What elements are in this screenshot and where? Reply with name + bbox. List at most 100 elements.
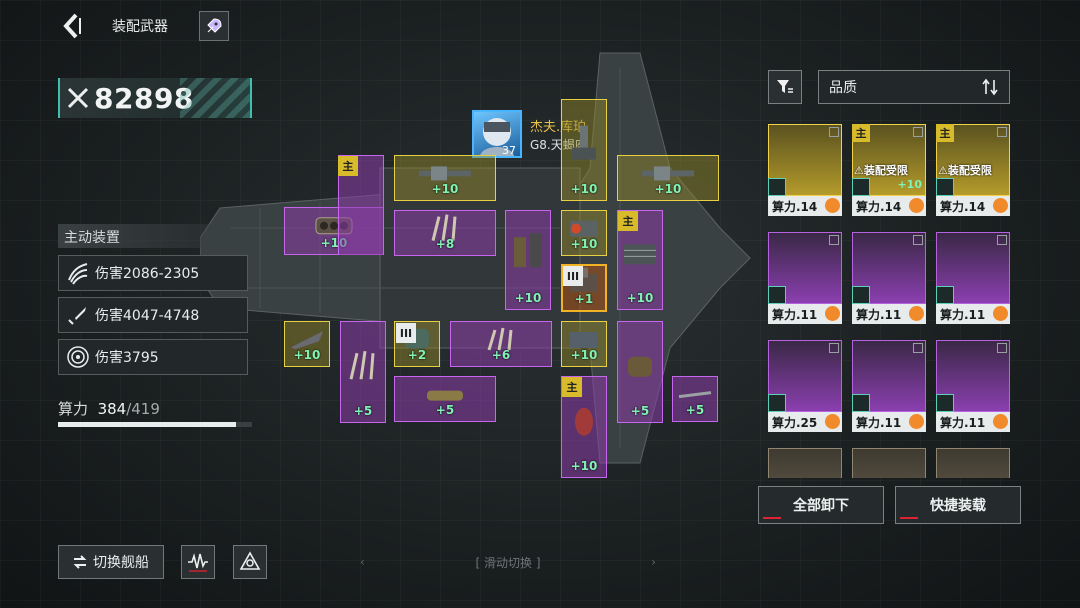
combat-power-box: 82898: [58, 78, 252, 118]
target-icon: [67, 346, 89, 368]
sniper-icon: [678, 391, 712, 399]
equip-slot[interactable]: +10: [284, 321, 330, 367]
gear-icon: [993, 414, 1008, 429]
compute-progress-fill: [58, 422, 236, 427]
combat-power-value: 82898: [94, 81, 194, 115]
card-checkbox[interactable]: [913, 235, 923, 245]
ship-info-button[interactable]: [199, 11, 229, 41]
compute-progress-bar: [58, 422, 252, 427]
inventory-card[interactable]: [936, 448, 1010, 478]
missile-launcher-icon: [427, 390, 463, 401]
card-checkbox[interactable]: [997, 235, 1007, 245]
turret-icon: [570, 220, 598, 237]
inventory-card[interactable]: 算力.14: [768, 124, 842, 216]
active-device-row[interactable]: 伤害4047-4748: [58, 297, 248, 333]
compute-label: 算力 384/419: [58, 400, 160, 418]
gear-icon: [825, 198, 840, 213]
switch-ship-label: 切换舰船: [93, 555, 149, 571]
inventory-card[interactable]: 算力.11: [852, 232, 926, 324]
main-weapon-badge: 主: [338, 156, 358, 176]
class-icon: [936, 394, 954, 412]
active-device-row[interactable]: 伤害3795: [58, 339, 248, 375]
gatling-icon: [624, 244, 656, 265]
switch-ship-button[interactable]: 切换舰船: [58, 545, 164, 579]
claw-weapon-icon: [349, 350, 375, 380]
page-title: 装配武器: [112, 19, 168, 35]
blade-weapon-icon: [291, 331, 323, 350]
sort-select[interactable]: 品质: [818, 70, 1010, 104]
claw-weapon-icon: [487, 327, 513, 351]
railgun-icon: [419, 166, 471, 181]
unequip-all-button[interactable]: 全部卸下: [758, 486, 884, 524]
equip-slot[interactable]: +5: [672, 376, 718, 422]
card-checkbox[interactable]: [913, 343, 923, 353]
wave-button[interactable]: [181, 545, 215, 579]
gear-icon: [993, 198, 1008, 213]
pilot-avatar[interactable]: [472, 110, 522, 158]
compute-current: 384: [97, 400, 127, 418]
main-weapon-badge: 主: [618, 211, 638, 231]
main-weapon-badge: 主: [562, 377, 582, 397]
inventory-card[interactable]: 算力.11: [936, 340, 1010, 432]
equip-slot[interactable]: +10: [505, 210, 551, 310]
back-button[interactable]: [58, 12, 84, 40]
class-icon: [852, 178, 870, 196]
chevron-left-icon[interactable]: ‹: [360, 555, 365, 569]
filter-button[interactable]: [768, 70, 802, 104]
equip-slot[interactable]: +10: [561, 321, 607, 367]
chevron-left-icon: [63, 13, 81, 39]
gear-icon: [993, 306, 1008, 321]
card-checkbox[interactable]: [829, 127, 839, 137]
missile-icon: [68, 307, 86, 325]
slide-hint-text: [ 滑动切换 ]: [475, 555, 541, 570]
card-checkbox[interactable]: [997, 343, 1007, 353]
equip-slot[interactable]: +5: [340, 321, 386, 423]
formation-button[interactable]: [233, 545, 267, 579]
crossed-swords-icon: [67, 87, 89, 109]
slide-switch-hint: ‹ [ 滑动切换 ] ›: [360, 552, 656, 572]
pilot-level: 37: [502, 144, 516, 157]
equip-slot[interactable]: +5: [617, 321, 663, 423]
class-icon: [768, 286, 786, 304]
triangle-formation-icon: [239, 551, 261, 570]
equip-slot[interactable]: +8: [394, 210, 496, 256]
damage-text: 伤害4047-4748: [95, 308, 200, 324]
equip-slot[interactable]: +10: [617, 155, 719, 201]
inventory-card[interactable]: 算力.11: [768, 232, 842, 324]
damage-text: 伤害3795: [95, 350, 159, 366]
inventory-card[interactable]: 算力.25: [768, 340, 842, 432]
card-checkbox[interactable]: [829, 235, 839, 245]
waveform-icon: [188, 553, 208, 572]
tier-badge: III: [563, 266, 583, 286]
class-icon: [936, 178, 954, 196]
class-icon: [768, 178, 786, 196]
sort-order-icon: [982, 78, 998, 96]
pilot-name: 杰夫.库珀: [530, 120, 587, 135]
claw-icon: [68, 263, 88, 285]
bomb-icon: [575, 407, 593, 436]
inventory-card[interactable]: 算力.11: [852, 340, 926, 432]
inventory-card[interactable]: [852, 448, 926, 478]
equip-slot[interactable]: +6: [450, 321, 552, 367]
main-weapon-badge: 主: [936, 124, 954, 142]
inventory-card[interactable]: [768, 448, 842, 478]
claw-weapon-icon: [431, 214, 457, 241]
quick-equip-button[interactable]: 快捷装载: [895, 486, 1021, 524]
tier-badge: III: [396, 323, 416, 343]
class-icon: [852, 286, 870, 304]
active-device-row[interactable]: 伤害2086-2305: [58, 255, 248, 291]
equip-slot[interactable]: +10: [561, 210, 607, 256]
inventory-card[interactable]: 主⚠装配受限算力.14: [936, 124, 1010, 216]
chevron-right-icon[interactable]: ›: [651, 555, 656, 569]
rocket-icon: [207, 18, 222, 33]
drum-weapon-icon: [628, 356, 652, 377]
card-checkbox[interactable]: [913, 127, 923, 137]
inventory-card[interactable]: 算力.11: [936, 232, 1010, 324]
equip-slot[interactable]: +10: [561, 99, 607, 201]
card-checkbox[interactable]: [829, 343, 839, 353]
equip-slot[interactable]: +5: [394, 376, 496, 422]
card-checkbox[interactable]: [997, 127, 1007, 137]
equip-slot[interactable]: +10: [394, 155, 496, 201]
